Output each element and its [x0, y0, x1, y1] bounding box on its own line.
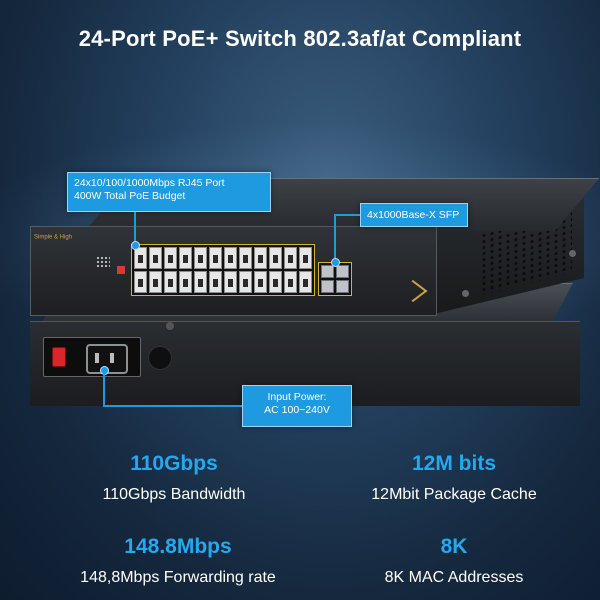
spec-value: 12M bits [411, 452, 497, 475]
callout-connector-line [334, 214, 336, 262]
rj45-port [269, 271, 282, 293]
sfp-port [336, 265, 349, 278]
rj45-port [224, 247, 237, 269]
callout-connector-line [334, 214, 360, 216]
spec-mac-addresses: 8K 8K MAC Addresses [304, 535, 600, 587]
spec-value: 148.8Mbps [124, 535, 232, 558]
ground-terminal [148, 346, 172, 370]
power-inlet-module [43, 337, 141, 377]
rj45-port [269, 247, 282, 269]
callout-rj45-line2: 400W Total PoE Budget [74, 190, 186, 202]
spec-label: 8K MAC Addresses [384, 569, 524, 586]
rj45-port [209, 271, 222, 293]
callout-power-line1: Input Power: [267, 391, 327, 403]
spec-package-cache: 12M bits 12Mbit Package Cache [304, 452, 600, 504]
callout-sfp-ports: 4x1000Base-X SFP [360, 203, 468, 227]
spec-value: 110Gbps [130, 452, 218, 475]
rj45-port [299, 271, 312, 293]
spec-label: 12Mbit Package Cache [371, 486, 537, 503]
rj45-port [239, 247, 252, 269]
spec-bandwidth: 110Gbps 110Gbps Bandwidth [24, 452, 324, 504]
sfp-port [321, 265, 334, 278]
callout-connector-dot [131, 241, 140, 250]
rj45-port [209, 247, 222, 269]
rj45-port [194, 271, 207, 293]
rj45-port [224, 271, 237, 293]
callout-connector-line [103, 370, 105, 406]
callout-rj45-ports: 24x10/100/1000Mbps RJ45 Port 400W Total … [67, 172, 271, 212]
spec-forwarding-rate: 148.8Mbps 148,8Mbps Forwarding rate [28, 535, 328, 587]
rj45-port [134, 247, 147, 269]
brand-logo: Simple & High [34, 232, 74, 242]
callout-sfp-text: 4x1000Base-X SFP [367, 209, 460, 221]
rj45-port [164, 271, 177, 293]
reset-button [117, 266, 125, 274]
sfp-port [321, 280, 334, 293]
rj45-port [149, 271, 162, 293]
brand-logo-mark: Simple & High [34, 235, 72, 241]
rj45-port [134, 271, 147, 293]
rj45-port [179, 271, 192, 293]
rear-screw [166, 322, 174, 330]
rj45-port [284, 247, 297, 269]
side-screw [462, 290, 469, 297]
spec-label: 148,8Mbps Forwarding rate [80, 569, 276, 586]
callout-power-line2: AC 100~240V [264, 404, 330, 416]
power-switch [52, 347, 66, 367]
callout-rj45-line1: 24x10/100/1000Mbps RJ45 Port [74, 177, 225, 189]
svg-text:Simple & High: Simple & High [34, 235, 72, 241]
spec-label: 110Gbps Bandwidth [102, 486, 246, 503]
callout-input-power: Input Power: AC 100~240V [242, 385, 352, 427]
rj45-port [239, 271, 252, 293]
rj45-port [299, 247, 312, 269]
page-title: 24-Port PoE+ Switch 802.3af/at Compliant [78, 26, 522, 51]
rj45-port [254, 271, 267, 293]
status-leds [96, 256, 110, 268]
sfp-port [336, 280, 349, 293]
callout-connector-line [103, 405, 242, 407]
callout-connector-dot [331, 258, 340, 267]
side-screw [569, 250, 576, 257]
callout-connector-line [134, 212, 136, 246]
rj45-port [284, 271, 297, 293]
rj45-port [194, 247, 207, 269]
rj45-port [149, 247, 162, 269]
rj45-port [164, 247, 177, 269]
rj45-port [254, 247, 267, 269]
rj45-port-block [131, 244, 315, 296]
rj45-port [179, 247, 192, 269]
spec-value: 8K [440, 535, 468, 558]
sfp-port-block [318, 262, 352, 296]
